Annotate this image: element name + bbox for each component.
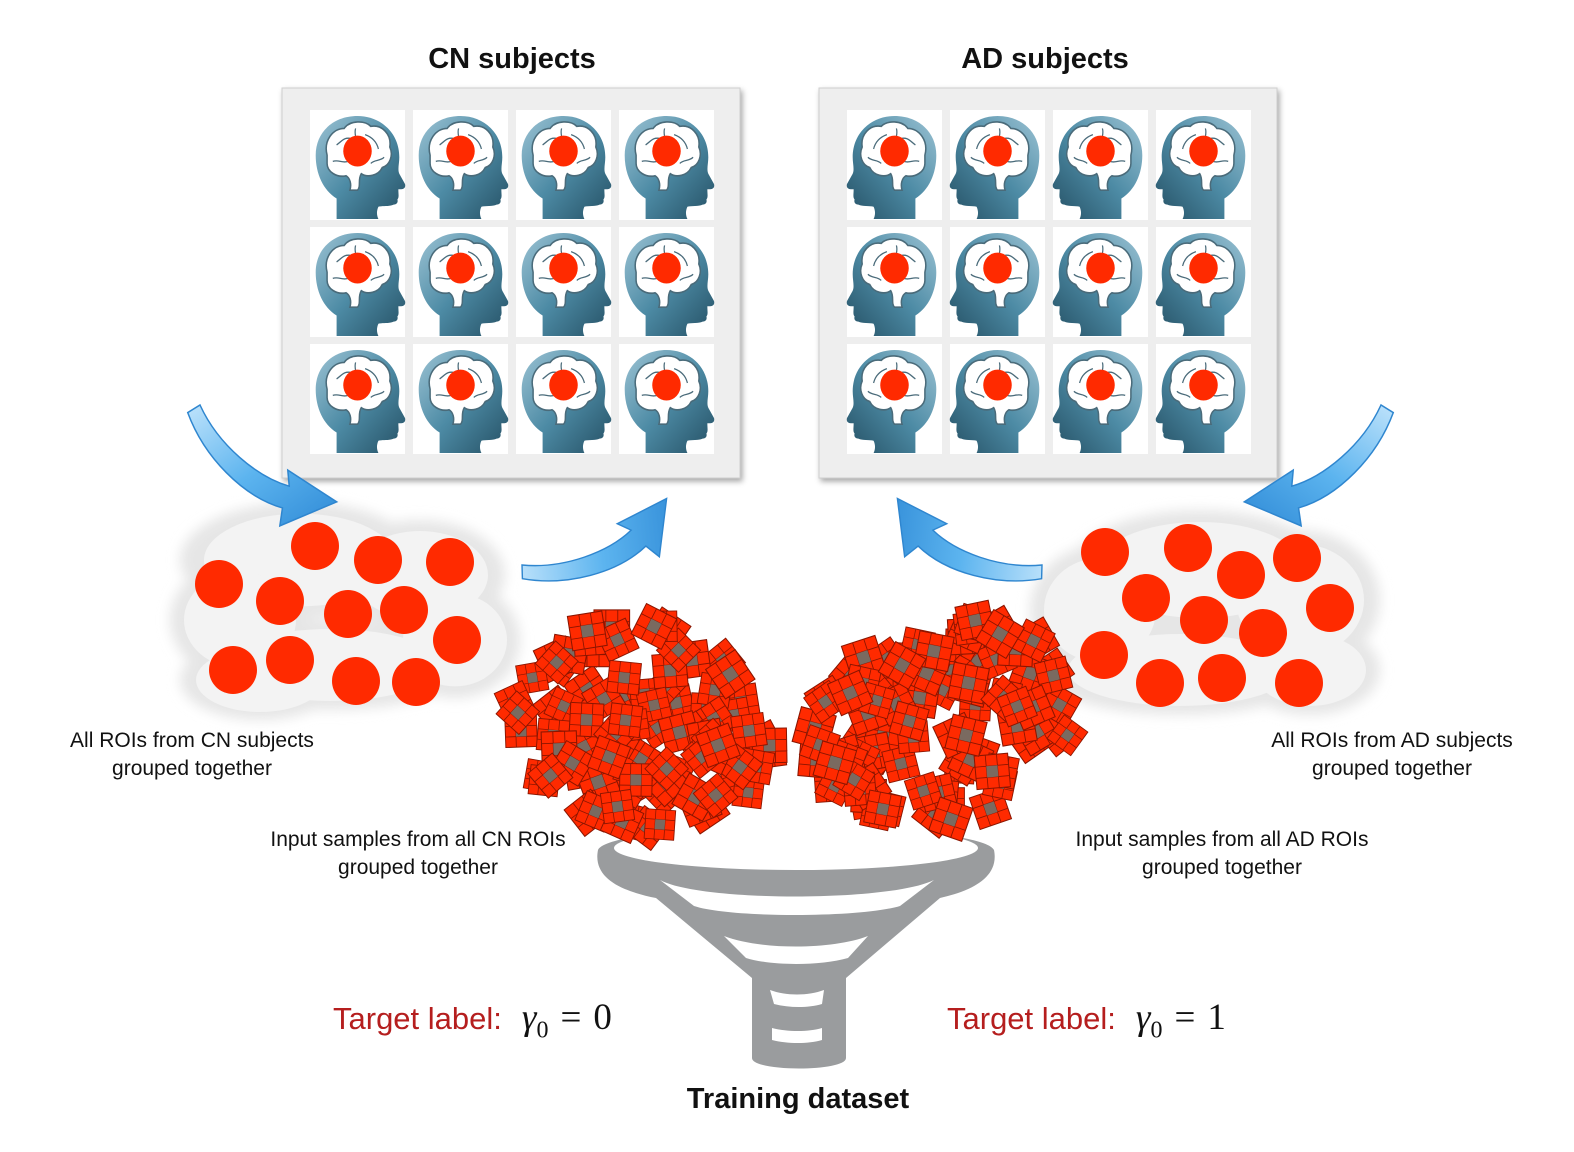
ad-target-label-text: Target label: xyxy=(947,1001,1116,1036)
roi-circle xyxy=(266,636,314,684)
cn-samples-caption-line2: grouped together xyxy=(338,856,498,879)
head-brain-icon xyxy=(413,344,510,454)
head-brain-icon xyxy=(619,110,716,220)
roi-circle xyxy=(354,536,402,584)
ad-samples-caption-line2: grouped together xyxy=(1142,856,1302,879)
training-dataset-title: Training dataset xyxy=(686,1083,910,1115)
roi-circle xyxy=(1275,659,1323,707)
ad-input-samples xyxy=(791,599,1089,842)
ad-roi-cloud xyxy=(1030,510,1380,715)
cn-subjects-title: CN subjects xyxy=(428,43,596,75)
roi-circle xyxy=(426,538,474,586)
roi-circle xyxy=(380,586,428,634)
cn-subjects-panel xyxy=(281,87,741,479)
roi-circle xyxy=(1136,659,1184,707)
cn-samples-caption: Input samples from all CN ROIs grouped t… xyxy=(248,826,588,882)
roi-circle xyxy=(1217,551,1265,599)
roi-circle xyxy=(195,560,243,608)
roi-circle xyxy=(291,522,339,570)
head-brain-icon xyxy=(310,110,407,220)
head-brain-icon xyxy=(413,227,510,337)
roi-circle xyxy=(392,658,440,706)
ad-target-label: Target label: γ0 = 1 xyxy=(947,996,1226,1044)
roi-circle xyxy=(1081,528,1129,576)
head-brain-icon xyxy=(310,344,407,454)
cn-target-label-formula: γ0=0 xyxy=(522,996,612,1044)
head-brain-icon xyxy=(948,344,1045,454)
head-brain-icon xyxy=(1051,110,1148,220)
cn-roi-cloud xyxy=(170,502,520,720)
head-brain-icon xyxy=(845,344,942,454)
ad-subjects-title: AD subjects xyxy=(961,43,1129,75)
sample-patch xyxy=(863,789,903,829)
ad-subjects-panel xyxy=(818,87,1278,479)
head-brain-icon xyxy=(1154,344,1251,454)
cn-gamma-subscript: 0 xyxy=(536,1017,549,1044)
funnel-icon xyxy=(597,826,995,1069)
head-brain-icon xyxy=(1154,110,1251,220)
head-brain-icon xyxy=(619,227,716,337)
cn-equals-sign: = xyxy=(560,997,582,1038)
ad-samples-caption: Input samples from all AD ROIs grouped t… xyxy=(1052,826,1392,882)
sample-patch xyxy=(944,713,988,757)
roi-circle xyxy=(1164,524,1212,572)
sample-patch xyxy=(566,610,608,652)
cn-gamma-symbol: γ xyxy=(521,997,537,1038)
head-brain-icon xyxy=(845,110,942,220)
ad-gamma-symbol: γ xyxy=(1135,997,1151,1038)
ad-samples-caption-line1: Input samples from all AD ROIs xyxy=(1075,828,1369,851)
roi-circle xyxy=(324,590,372,638)
roi-circle xyxy=(332,657,380,705)
ad-target-label-formula: γ0 = 1 xyxy=(1136,996,1226,1044)
roi-circle xyxy=(1239,609,1287,657)
roi-circle xyxy=(1198,654,1246,702)
head-brain-icon xyxy=(310,227,407,337)
cn-target-label-text: Target label: xyxy=(333,1001,502,1036)
ad-rois-caption-line2: grouped together xyxy=(1312,757,1472,780)
head-brain-icon xyxy=(516,227,613,337)
sample-patch xyxy=(606,659,642,696)
head-brain-icon xyxy=(1051,344,1148,454)
roi-circle xyxy=(433,616,481,664)
cn-input-samples xyxy=(493,603,788,851)
roi-circle xyxy=(256,577,304,625)
roi-circle xyxy=(1122,574,1170,622)
ad-rois-caption-line1: All ROIs from AD subjects xyxy=(1271,729,1513,752)
cn-target-label: Target label: γ0=0 xyxy=(333,996,612,1044)
sample-patch xyxy=(607,702,644,739)
roi-circle xyxy=(1273,534,1321,582)
sample-patch xyxy=(973,752,1012,791)
head-brain-icon xyxy=(413,110,510,220)
cn-samples-caption-line1: Input samples from all CN ROIs xyxy=(270,828,566,851)
roi-circle xyxy=(1080,631,1128,679)
sample-patch xyxy=(599,788,636,825)
head-brain-icon xyxy=(516,344,613,454)
ad-rois-caption: All ROIs from AD subjects grouped togeth… xyxy=(1232,727,1552,783)
ad-target-value: 1 xyxy=(1207,997,1226,1038)
head-brain-icon xyxy=(948,110,1045,220)
cn-rois-caption-line2: grouped together xyxy=(112,757,272,780)
cn-rois-caption-line1: All ROIs from CN subjects xyxy=(70,729,314,752)
head-brain-icon xyxy=(619,344,716,454)
cn-target-value: 0 xyxy=(593,997,612,1038)
head-brain-icon xyxy=(845,227,942,337)
sample-patch xyxy=(643,808,677,841)
head-brain-icon xyxy=(516,110,613,220)
ad-equals-sign: = xyxy=(1174,997,1196,1038)
roi-circle xyxy=(209,646,257,694)
ad-gamma-subscript: 0 xyxy=(1150,1017,1163,1044)
roi-circle xyxy=(1180,596,1228,644)
head-brain-icon xyxy=(1051,227,1148,337)
cn-rois-caption: All ROIs from CN subjects grouped togeth… xyxy=(32,727,352,783)
head-brain-icon xyxy=(1154,227,1251,337)
head-brain-icon xyxy=(948,227,1045,337)
roi-circle xyxy=(1306,584,1354,632)
